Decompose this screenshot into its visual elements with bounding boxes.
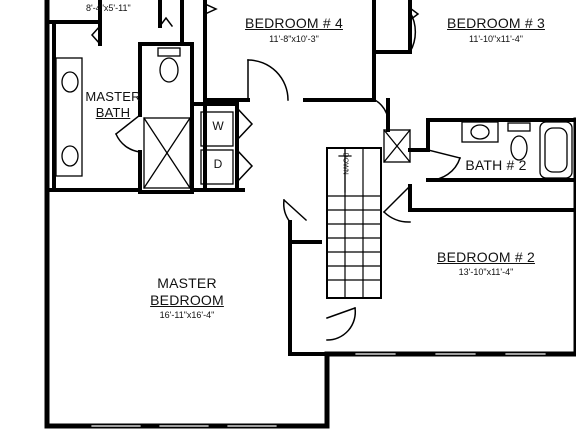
master-bedroom-dims: 16'-11"x16'-4" xyxy=(159,310,215,320)
bedroom-2-name: BEDROOM # 2 xyxy=(437,249,535,265)
exterior-walls xyxy=(44,0,576,429)
master-bedroom-line2: BEDROOM xyxy=(150,292,224,308)
master-bedroom-line1: MASTER xyxy=(157,275,217,291)
fixtures xyxy=(55,47,573,189)
doors xyxy=(90,3,461,341)
closet-top-dims: 8'-4"x5'-11" xyxy=(86,3,131,13)
bath-2-name: BATH # 2 xyxy=(465,157,527,173)
bedroom-3-dims: 11'-10"x11'-4" xyxy=(468,34,524,44)
stairs xyxy=(326,147,382,299)
master-bath-line1: MASTER xyxy=(85,89,141,104)
stair-down-label: DOWN xyxy=(341,152,349,175)
bedroom-3-name: BEDROOM # 3 xyxy=(447,15,545,31)
dryer-label: D xyxy=(213,157,223,171)
interior-walls xyxy=(45,0,576,356)
bedroom-4-name: BEDROOM # 4 xyxy=(245,15,343,31)
master-bath-line2: BATH xyxy=(95,105,131,120)
bedroom-4-dims: 11'-8"x10'-3" xyxy=(269,34,319,44)
windows xyxy=(91,353,546,427)
washer-label: W xyxy=(212,119,224,133)
bedroom-2-dims: 13'-10"x11'-4" xyxy=(458,267,514,277)
